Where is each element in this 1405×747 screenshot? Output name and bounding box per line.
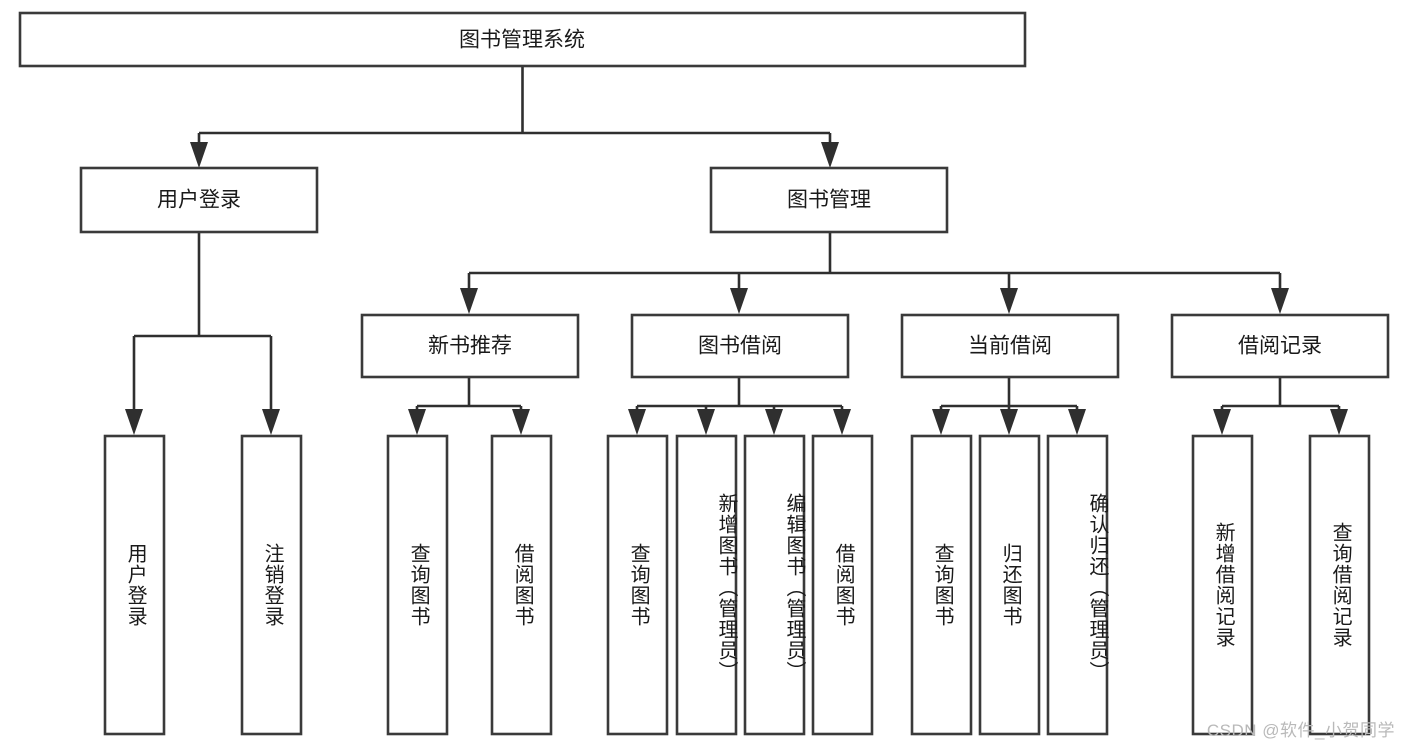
- node-user-login[interactable]: [79, 166, 319, 234]
- arrowhead-cb-leaf1: [932, 409, 950, 435]
- arrowhead-leaf-user-login: [125, 409, 143, 435]
- node-book-management[interactable]: [709, 166, 949, 234]
- leaf-new-book-0[interactable]: [386, 434, 449, 736]
- leaf-user-login-1[interactable]: [240, 434, 303, 736]
- leaf-book-borrow-0[interactable]: [606, 434, 669, 736]
- arrowhead-bb-leaf4: [833, 409, 851, 435]
- arrowhead-cb-leaf3: [1068, 409, 1086, 435]
- arrowhead-nb-leaf2: [512, 409, 530, 435]
- arrowhead-book-mgmt: [821, 142, 839, 168]
- node-new-book-recommend[interactable]: [360, 313, 580, 379]
- arrowhead-br-leaf2: [1330, 409, 1348, 435]
- arrowhead-bb-leaf2: [697, 409, 715, 435]
- leaf-book-borrow-2[interactable]: [743, 434, 806, 736]
- arrowhead-bb-leaf3: [765, 409, 783, 435]
- leaf-current-borrow-0[interactable]: [910, 434, 973, 736]
- node-root[interactable]: [18, 11, 1027, 68]
- node-borrow-record[interactable]: [1170, 313, 1390, 379]
- leaf-new-book-1[interactable]: [490, 434, 553, 736]
- label-user-login: 用户登录: [157, 189, 241, 212]
- arrowhead-leaf-logout: [262, 409, 280, 435]
- arrowhead-user-login: [190, 142, 208, 168]
- arrowhead-br-leaf1: [1213, 409, 1231, 435]
- node-layer: [18, 11, 1390, 736]
- leaf-borrow-record-1[interactable]: [1308, 434, 1371, 736]
- label-new-book-recommend: 新书推荐: [428, 335, 512, 358]
- leaf-current-borrow-2[interactable]: [1046, 434, 1109, 736]
- arrowhead-book-borrow: [730, 288, 748, 314]
- connector-layer: [125, 66, 1348, 435]
- arrowhead-new-book-rec: [460, 288, 478, 314]
- label-book-borrow: 图书借阅: [698, 335, 782, 358]
- leaf-current-borrow-1[interactable]: [978, 434, 1041, 736]
- label-borrow-record: 借阅记录: [1238, 335, 1322, 358]
- leaf-book-borrow-3[interactable]: [811, 434, 874, 736]
- arrowhead-current-borrow: [1000, 288, 1018, 314]
- leaf-book-borrow-1[interactable]: [675, 434, 738, 736]
- label-root: 图书管理系统: [459, 29, 585, 52]
- arrowhead-cb-leaf2: [1000, 409, 1018, 435]
- leaf-borrow-record-0[interactable]: [1191, 434, 1254, 736]
- arrowhead-bb-leaf1: [628, 409, 646, 435]
- leaf-user-login-0[interactable]: [103, 434, 166, 736]
- arrowhead-borrow-record: [1271, 288, 1289, 314]
- node-current-borrow[interactable]: [900, 313, 1120, 379]
- horizontal-label-layer: 图书管理系统 用户登录 图书管理 新书推荐 图书借阅 当前借阅 借阅记录: [157, 29, 1322, 358]
- arrowhead-nb-leaf1: [408, 409, 426, 435]
- label-current-borrow: 当前借阅: [968, 335, 1052, 358]
- watermark-text: CSDN @软件_小贺同学: [1206, 721, 1395, 740]
- node-book-borrow[interactable]: [630, 313, 850, 379]
- label-book-management: 图书管理: [787, 189, 871, 212]
